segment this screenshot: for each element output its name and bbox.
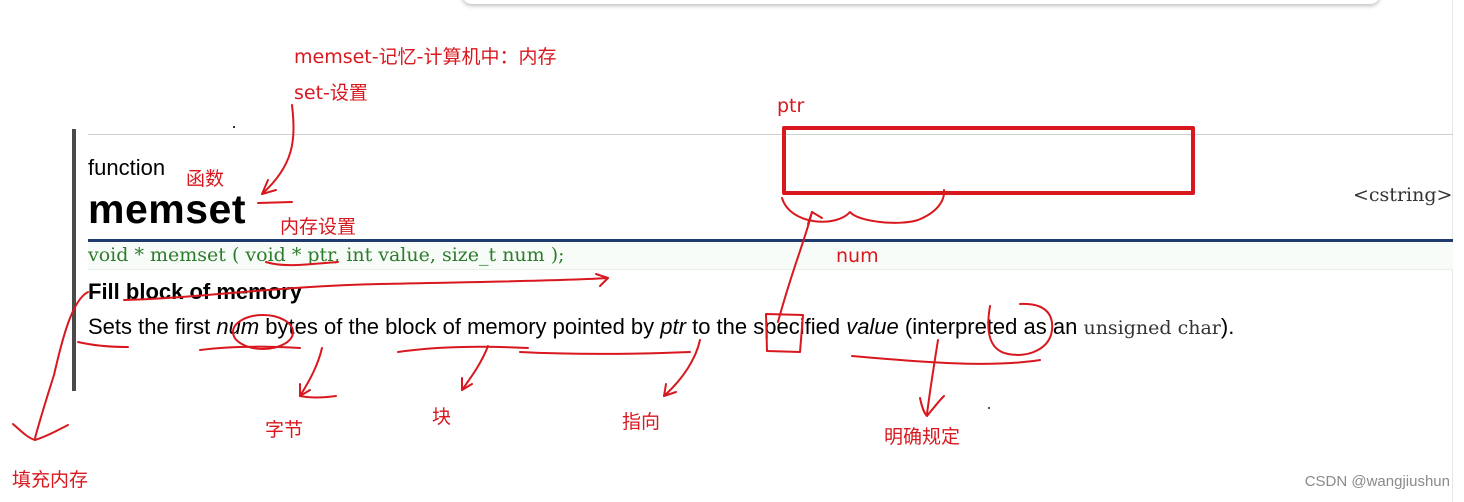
arrow-to-ptr — [777, 211, 813, 323]
arrowhead-wings — [919, 395, 945, 417]
arrow-to-block — [461, 345, 489, 391]
arrowhead — [807, 211, 823, 225]
arrow-to-specified — [926, 339, 939, 415]
tick-mark — [299, 395, 337, 399]
prototype-box — [88, 243, 1453, 270]
stray-dot — [233, 126, 235, 128]
page-title: memset — [88, 186, 246, 232]
underline-bytes — [199, 345, 301, 351]
note-specified: 明确规定 — [884, 426, 961, 448]
note-fill-memory: 填充内存 — [12, 469, 89, 491]
desc-text: (interpreted as an — [898, 314, 1084, 339]
arrow-to-bytes — [299, 347, 323, 397]
note-block: 块 — [432, 406, 452, 428]
note-memset-cn: 内存设置 — [280, 216, 357, 238]
watermark: CSDN @wangjiushun — [1304, 473, 1450, 490]
header-link[interactable]: <cstring> — [1353, 184, 1453, 206]
arrowhead — [461, 377, 473, 391]
arrowhead-wings — [12, 423, 69, 441]
underline-specified — [851, 355, 1041, 365]
param-ptr: ptr — [660, 314, 686, 339]
article-left-bar — [72, 129, 76, 391]
arrowhead — [299, 383, 311, 397]
underline-block — [397, 345, 529, 353]
underline-pointed — [519, 351, 691, 355]
note-num: num — [836, 245, 879, 267]
circle-num — [232, 314, 294, 350]
top-rule — [88, 134, 1453, 135]
tick-mark — [77, 341, 129, 348]
underline-void-ptr — [265, 261, 339, 267]
desc-text: bytes of the block of memory pointed by — [259, 314, 661, 339]
arrow-to-fill-memory — [34, 291, 89, 439]
prototype: void * memset ( void * ptr, int value, s… — [88, 244, 565, 266]
note-ptr: ptr — [777, 95, 805, 117]
note-set-meaning: set-设置 — [294, 82, 368, 104]
title-rule — [88, 239, 1453, 242]
entry-kind: function — [88, 155, 166, 180]
top-card-edge — [462, 0, 1380, 4]
arrowhead — [663, 383, 677, 397]
ptr-memory-box — [782, 126, 1195, 195]
note-memset-meaning: memset-记忆-计算机中：内存 — [294, 46, 557, 68]
desc-text: ). — [1220, 314, 1235, 339]
underline-memset — [257, 201, 293, 204]
note-function: 函数 — [186, 168, 225, 190]
arrowhead — [261, 179, 277, 195]
note-bytes: 字节 — [265, 419, 304, 441]
stray-dot — [988, 407, 990, 409]
arrowhead — [595, 273, 609, 287]
circle-value — [987, 302, 1054, 356]
arrow-to-point — [663, 339, 701, 397]
arrow-to-function — [261, 104, 295, 195]
note-point-to: 指向 — [622, 411, 661, 433]
description: Sets the first num bytes of the block of… — [88, 314, 1234, 340]
type-unsigned-char: unsigned char — [1083, 317, 1221, 339]
param-num: num — [216, 314, 260, 339]
box-ptr — [765, 313, 804, 353]
param-value: value — [846, 314, 899, 339]
curve-to-num — [123, 277, 609, 301]
desc-text: Sets the first — [88, 314, 217, 339]
